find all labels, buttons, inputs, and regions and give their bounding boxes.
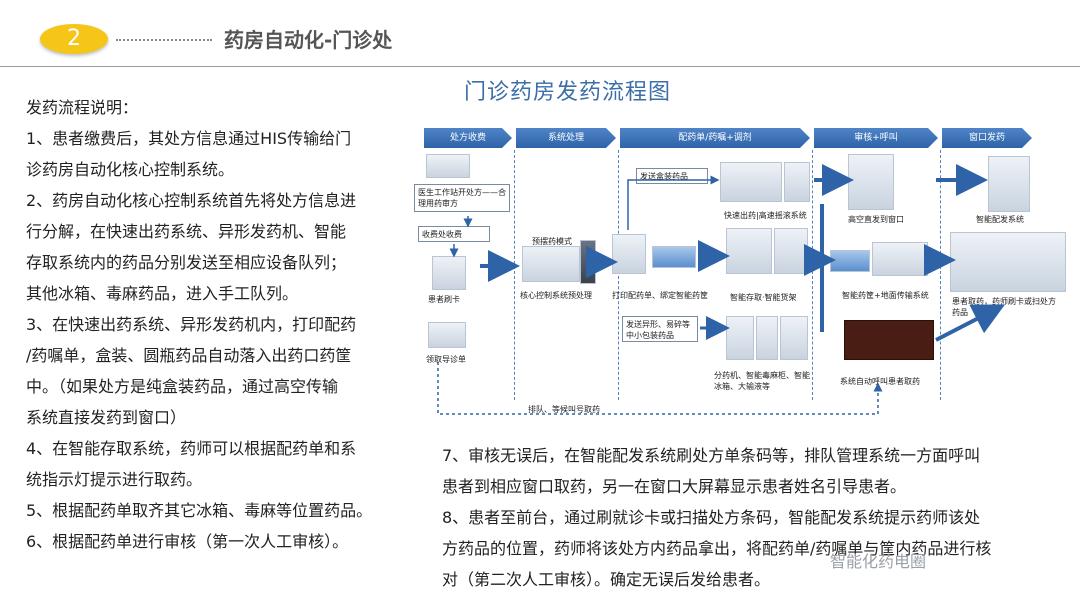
description-line: 发药流程说明： [26, 92, 416, 123]
section-number-badge: 2 [40, 24, 108, 54]
right-description: 7、审核无误后，在智能配发系统刷处方单条码等，排队管理系统一方面呼叫 患者到相应… [442, 440, 1062, 595]
description-line: 8、患者至前台，通过刷就诊卡或扫描处方条码，智能配发系统提示药师该处 [442, 502, 1062, 533]
queue-dashed-path [438, 362, 878, 414]
left-description: 发药流程说明： 1、患者缴费后，其处方信息通过HIS传输给门 诊药房自动化核心控… [26, 92, 416, 557]
header-dotted-line [116, 39, 212, 41]
arrow-send-box [628, 180, 718, 230]
flow-diagram: 门诊药房发药流程图 处方收费 系统处理 配药单/药嘱+调剂 审核+呼叫 窗口发药… [408, 70, 1076, 420]
description-line: 行分解，在快速出药系统、异形发药机、智能 [26, 216, 416, 247]
description-line: 患者到相应窗口取药，另一在窗口大屏幕显示患者姓名引导患者。 [442, 471, 1062, 502]
flow-arrows [408, 70, 1076, 420]
description-line: 诊药房自动化核心控制系统。 [26, 154, 416, 185]
description-line: 其他冰箱、毒麻药品，进入手工队列。 [26, 278, 416, 309]
description-line: 中。（如果处方是纯盒装药品，通过高空传输 [26, 371, 416, 402]
page-title: 药房自动化-门诊处 [224, 24, 392, 53]
description-line: 1、患者缴费后，其处方信息通过HIS传输给门 [26, 123, 416, 154]
arrow-call-window [936, 308, 998, 340]
description-line: 2、药房自动化核心控制系统首先将处方信息进 [26, 185, 416, 216]
description-line: 系统直接发药到窗口） [26, 402, 416, 433]
description-line: 3、在快速出药系统、异形发药机内，打印配药 [26, 309, 416, 340]
description-line: 方药品的位置，药师将该处方内药品拿出，将配药单/药嘱单与筐内药品进行核 [442, 533, 1062, 564]
description-line: 对（第二次人工审核）。确定无误后发给患者。 [442, 564, 1062, 595]
description-line: 7、审核无误后，在智能配发系统刷处方单条码等，排队管理系统一方面呼叫 [442, 440, 1062, 471]
description-line: /药嘱单，盒装、圆瓶药品自动落入出药口药筐 [26, 340, 416, 371]
description-line: 6、根据配药单进行审核（第一次人工审核）。 [26, 526, 416, 557]
description-line: 5、根据配药单取齐其它冰箱、毒麻等位置药品。 [26, 495, 416, 526]
description-line: 存取系统内的药品分别发送至相应设备队列； [26, 247, 416, 278]
watermark: 智能化药电圈 [830, 548, 926, 572]
description-line: 4、在智能存取系统，药师可以根据配药单和系 [26, 433, 416, 464]
header-divider [0, 66, 1080, 67]
description-line: 统指示灯提示进行取药。 [26, 464, 416, 495]
slide-header: 2 药房自动化-门诊处 [0, 0, 1080, 66]
